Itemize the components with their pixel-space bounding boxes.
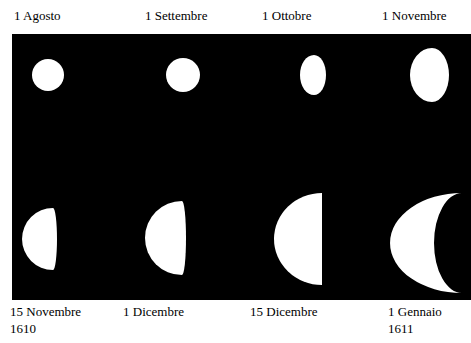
night-sky-panel (12, 34, 471, 300)
date-label: 1 Agosto (14, 8, 61, 24)
date-label: 1 Settembre (145, 8, 207, 24)
year-label: 1610 (10, 321, 36, 337)
date-label: 15 Dicembre (250, 304, 318, 320)
venus-phase (166, 58, 200, 92)
date-label: 1 Novembre (382, 8, 447, 24)
venus-phase (410, 48, 449, 102)
date-label: 15 Novembre (10, 304, 81, 320)
venus-phase (274, 193, 322, 285)
venus-phase (300, 55, 326, 95)
date-label: 1 Ottobre (262, 8, 311, 24)
venus-phase (32, 59, 64, 91)
venus-phase (390, 193, 462, 293)
year-label: 1611 (388, 321, 414, 337)
venus-phase (145, 201, 186, 275)
venus-phase (22, 208, 57, 270)
date-label: 1 Dicembre (123, 304, 184, 320)
date-label: 1 Gennaio (388, 304, 442, 320)
